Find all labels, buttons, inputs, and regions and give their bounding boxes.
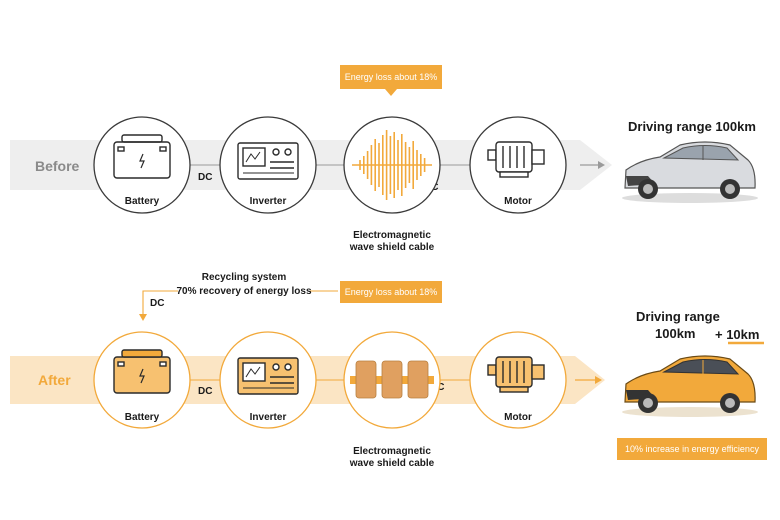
car-icon xyxy=(622,141,758,203)
before-row: Before DC AC Battery xyxy=(10,65,758,253)
before-cable-node: Electromagnetic wave shield cable xyxy=(343,116,441,253)
after-inverter-label: Inverter xyxy=(250,412,287,423)
after-dc-label: DC xyxy=(198,386,212,397)
after-cable-label-1: Electromagnetic xyxy=(353,446,431,457)
after-cable-label-2: wave shield cable xyxy=(349,458,435,469)
after-range-title: Driving range xyxy=(636,309,720,324)
car-icon xyxy=(622,355,758,417)
battery-icon xyxy=(113,349,171,394)
wave-icon xyxy=(352,130,432,200)
after-inverter-node: Inverter xyxy=(219,331,317,429)
after-motor-label: Motor xyxy=(504,412,532,423)
after-row: After Recycling system 70% recovery of e… xyxy=(10,272,767,469)
after-row-label: After xyxy=(38,372,71,388)
after-battery-node: Battery xyxy=(93,331,191,429)
before-cable-label-2: wave shield cable xyxy=(349,242,435,253)
before-cable-label-1: Electromagnetic xyxy=(353,230,431,241)
before-range-title: Driving range 100km xyxy=(628,119,756,134)
before-dc-label: DC xyxy=(198,172,212,183)
efficiency-tag-text: 10% increase in energy efficiency xyxy=(625,444,759,454)
before-loss-tag: Energy loss about 18% xyxy=(340,65,442,96)
before-motor-label: Motor xyxy=(504,196,532,207)
after-range-base: 100km xyxy=(655,326,695,341)
before-inverter-label: Inverter xyxy=(250,196,287,207)
battery-icon xyxy=(113,134,171,179)
before-loss-tag-text: Energy loss about 18% xyxy=(345,72,438,82)
motor-icon xyxy=(487,141,545,178)
before-motor-node: Motor xyxy=(469,116,567,214)
after-loss-tag: Energy loss about 18% xyxy=(340,281,442,303)
after-cable-node: Electromagnetic wave shield cable xyxy=(343,331,441,469)
after-motor-node: Motor xyxy=(469,331,567,429)
motor-icon xyxy=(487,356,545,393)
before-battery-label: Battery xyxy=(125,196,160,207)
after-loss-tag-text: Energy loss about 18% xyxy=(345,287,438,297)
before-battery-node: Battery xyxy=(93,116,191,214)
before-inverter-node: Inverter xyxy=(219,116,317,214)
shielded-cable-icon xyxy=(350,360,434,399)
after-battery-label: Battery xyxy=(125,412,160,423)
inverter-icon xyxy=(237,142,299,180)
inverter-icon xyxy=(237,357,299,395)
recycling-text: 70% recovery of energy loss xyxy=(176,286,312,297)
before-row-label: Before xyxy=(35,158,80,174)
efficiency-tag: 10% increase in energy efficiency xyxy=(617,438,767,460)
after-dc-top-label: DC xyxy=(150,298,164,309)
recycling-title: Recycling system xyxy=(202,272,287,283)
after-range-plus: + 10km xyxy=(715,327,759,342)
